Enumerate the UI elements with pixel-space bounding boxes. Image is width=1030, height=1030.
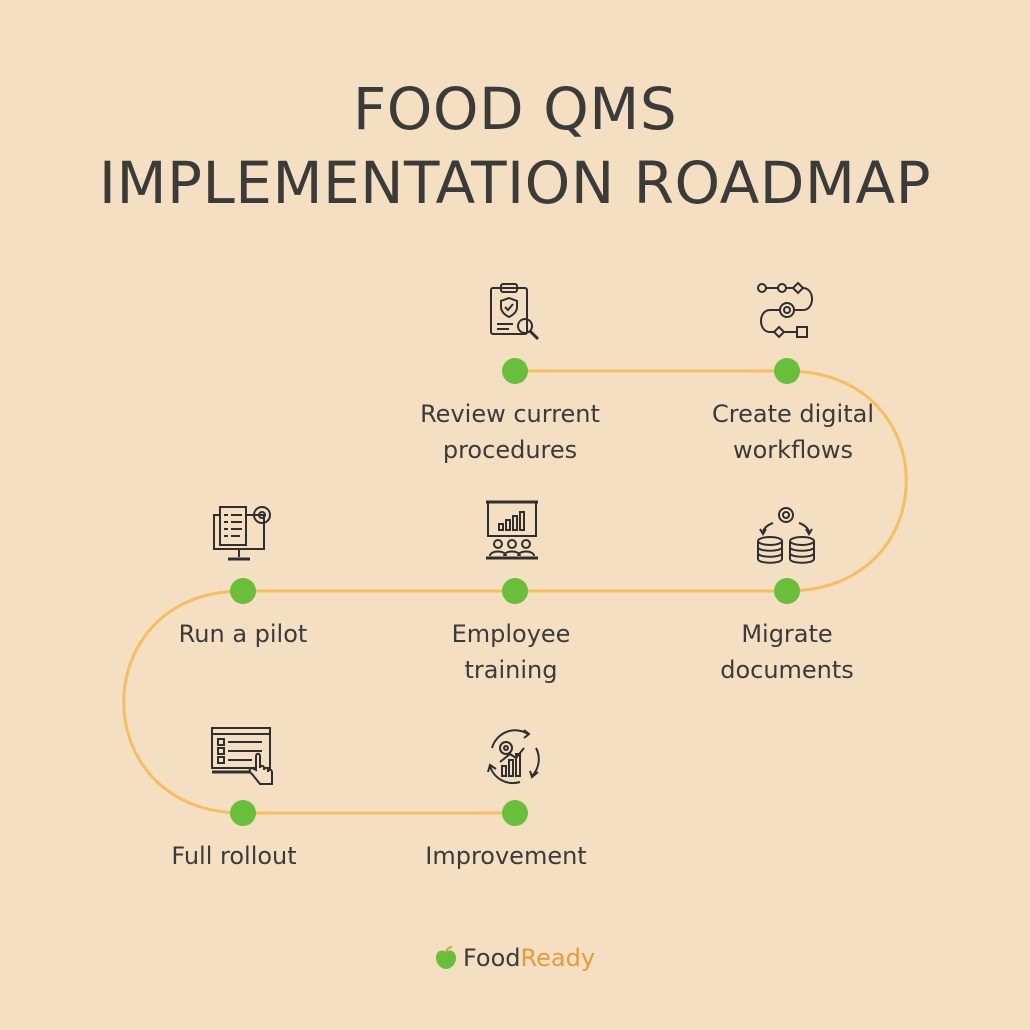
step-node-improvement [502,800,528,826]
brand-footer: FoodReady [0,944,1030,972]
checklist-click-icon [211,727,273,785]
monitor-pilot-icon [213,506,271,561]
step-node-migrate [774,578,800,604]
step-node-pilot [230,578,256,604]
step-node-rollout [230,800,256,826]
step-label-pilot: Run a pilot [178,620,308,648]
improvement-cycle-icon [487,729,540,785]
clipboard-search-icon [490,283,540,341]
database-migrate-icon [757,507,815,564]
brand-name-food: Food [462,944,521,972]
title-line-2: IMPLEMENTATION ROADMAP [98,149,932,217]
step-label-improvement: Improvement [425,842,587,870]
page-title: FOOD QMS IMPLEMENTATION ROADMAP [0,72,1030,220]
step-node-training [502,578,528,604]
step-node-review [502,358,528,384]
step-node-workflows [774,358,800,384]
workflow-gear-icon [757,281,813,339]
title-line-1: FOOD QMS [352,75,678,143]
brand-name-ready: Ready [520,944,596,972]
apple-logo-icon [435,946,456,969]
presentation-training-icon [486,500,538,560]
step-label-rollout: Full rollout [171,842,297,870]
